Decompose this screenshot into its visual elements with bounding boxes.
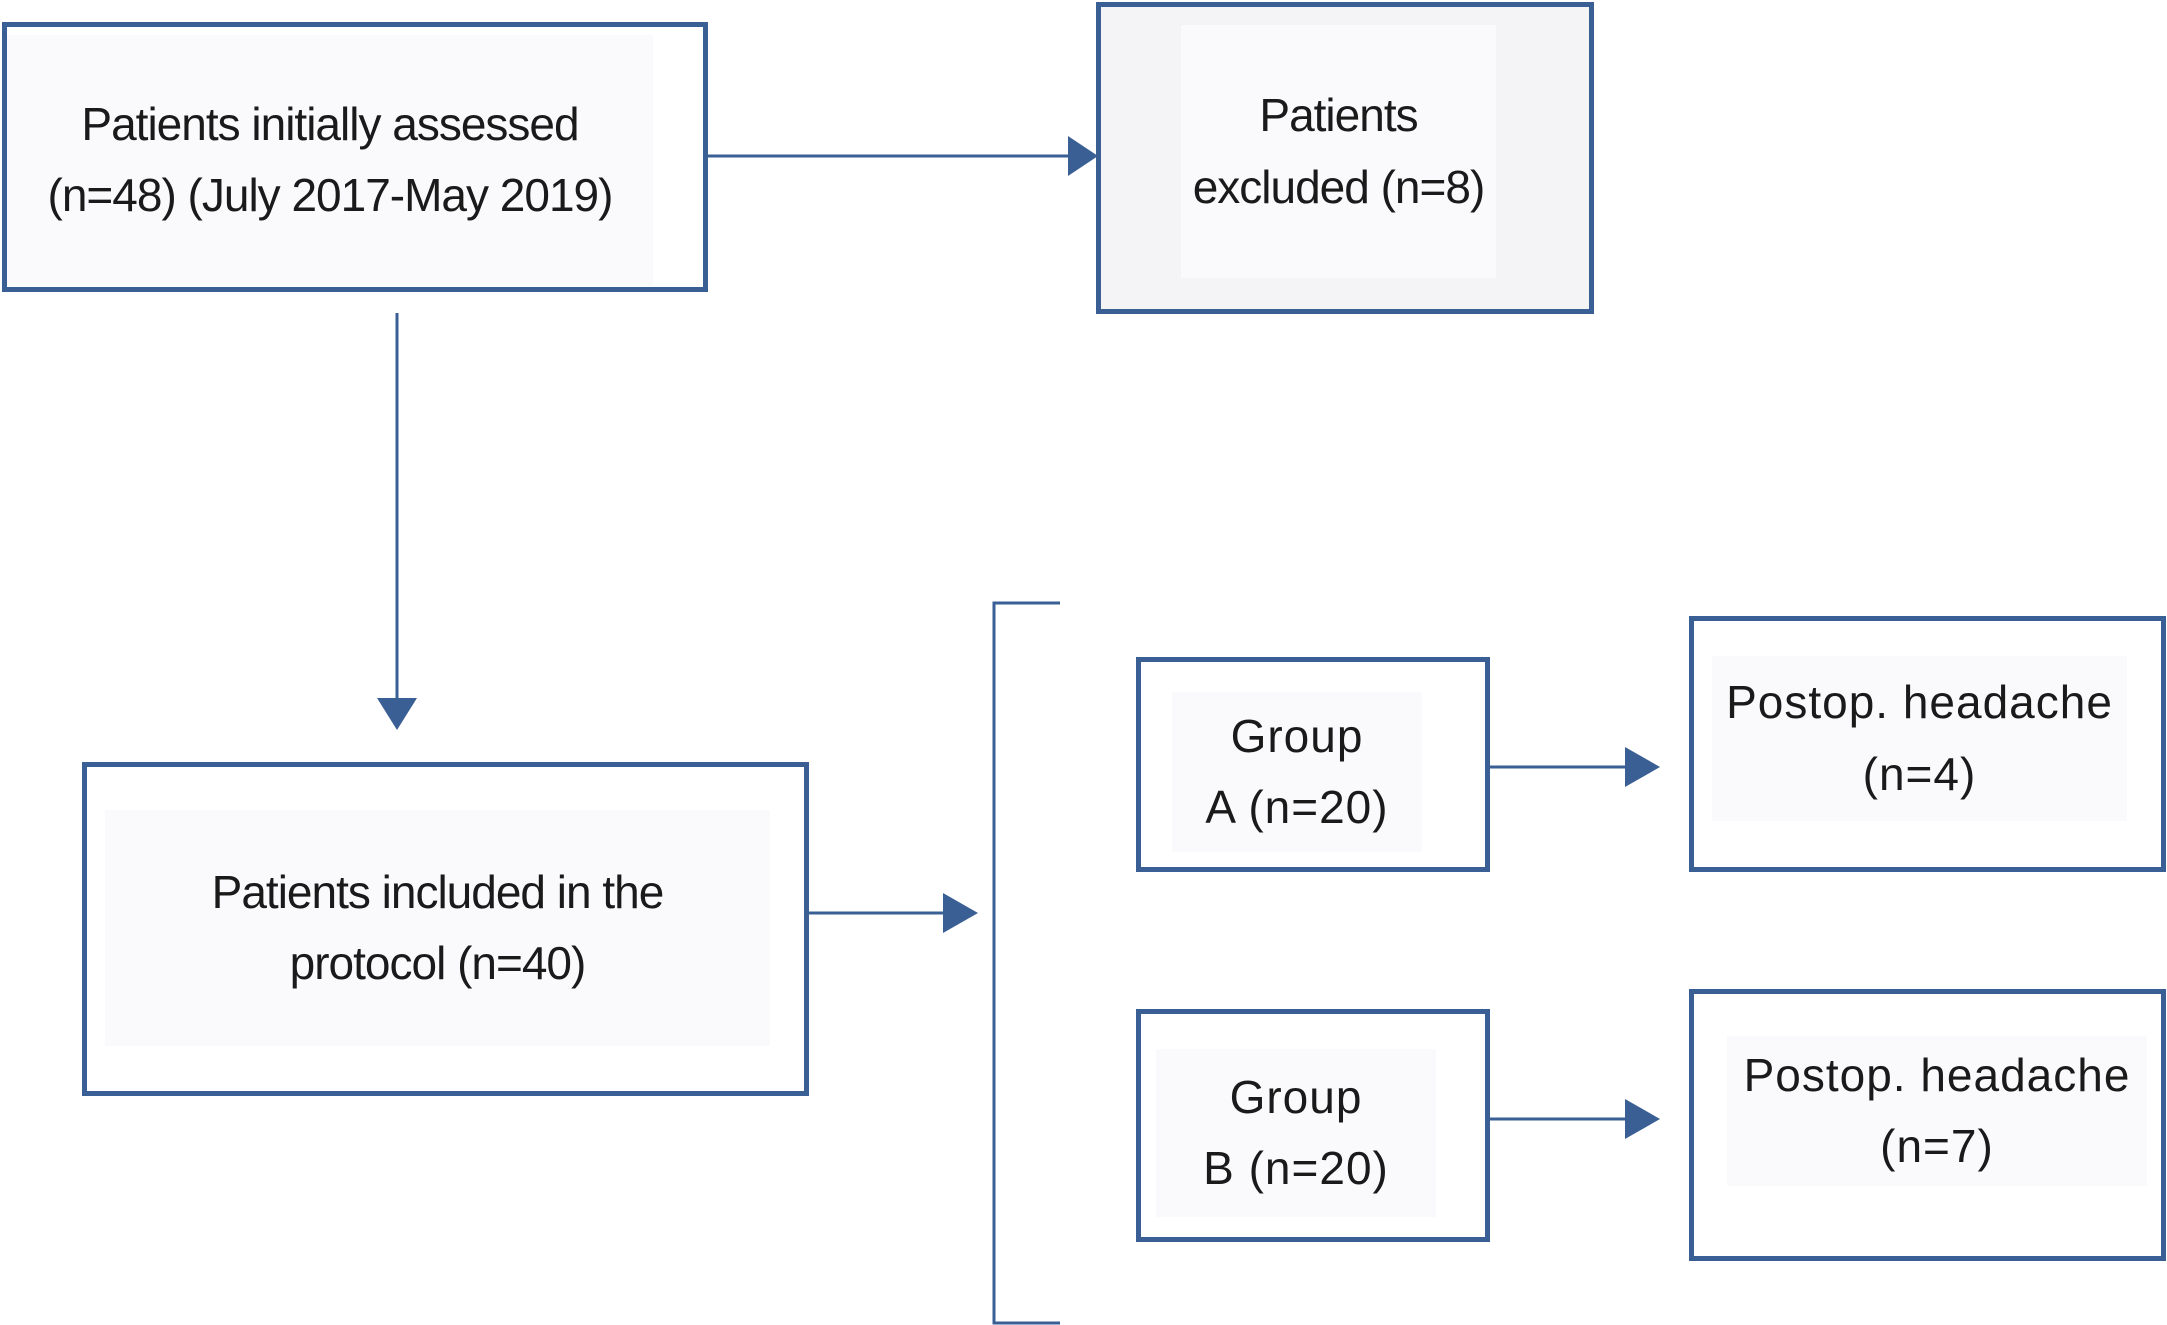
box-patients-excluded-content: Patients excluded (n=8) xyxy=(1181,25,1496,278)
box-group-a-content: Group A (n=20) xyxy=(1172,692,1422,852)
arrow-assessed-to-excluded-head xyxy=(1068,136,1098,176)
box-patients-excluded: Patients excluded (n=8) xyxy=(1096,2,1594,314)
arrow-group-a-to-headache-head xyxy=(1625,747,1660,787)
box-headache-group-a: Postop. headache (n=4) xyxy=(1689,616,2166,872)
headache-b-label-line1: Postop. headache xyxy=(1743,1048,2131,1101)
box-group-b-content: Group B (n=20) xyxy=(1156,1049,1436,1217)
box-group-b: Group B (n=20) xyxy=(1136,1009,1490,1242)
included-label-line2: protocol (n=40) xyxy=(289,937,587,989)
group-b-label-line2: B (n=20) xyxy=(1203,1142,1389,1194)
excluded-label-line1: Patients xyxy=(1259,89,1418,142)
headache-b-label-line2: (n=7) xyxy=(1880,1120,1994,1172)
headache-a-label-line2: (n=4) xyxy=(1862,747,1977,800)
arrow-included-to-groups-head xyxy=(943,893,978,933)
headache-a-label-line1: Postop. headache xyxy=(1726,676,2113,729)
included-label-line1: Patients included in the xyxy=(211,865,665,918)
group-b-label-line1: Group xyxy=(1229,1070,1363,1123)
box-group-a: Group A (n=20) xyxy=(1136,657,1490,872)
excluded-label-line2: excluded (n=8) xyxy=(1192,160,1486,213)
arrow-assessed-to-included-head xyxy=(377,698,417,730)
group-bracket xyxy=(992,601,1060,1325)
box-headache-group-a-content: Postop. headache (n=4) xyxy=(1712,656,2127,821)
box-patients-included: Patients included in the protocol (n=40) xyxy=(82,762,809,1096)
box-headache-group-b-content: Postop. headache (n=7) xyxy=(1727,1036,2147,1186)
assessed-label-line1: Patients initially assessed xyxy=(81,97,579,150)
box-patients-assessed-content: Patients initially assessed (n=48) (July… xyxy=(7,35,653,285)
group-a-label-line2: A (n=20) xyxy=(1205,781,1389,833)
box-headache-group-b: Postop. headache (n=7) xyxy=(1689,989,2166,1261)
box-patients-included-content: Patients included in the protocol (n=40) xyxy=(105,810,770,1046)
box-patients-assessed: Patients initially assessed (n=48) (July… xyxy=(2,22,708,292)
assessed-label-line2: (n=48) (July 2017-May 2019) xyxy=(47,169,614,221)
arrow-group-b-to-headache-head xyxy=(1625,1099,1660,1139)
group-a-label-line1: Group xyxy=(1230,709,1364,762)
